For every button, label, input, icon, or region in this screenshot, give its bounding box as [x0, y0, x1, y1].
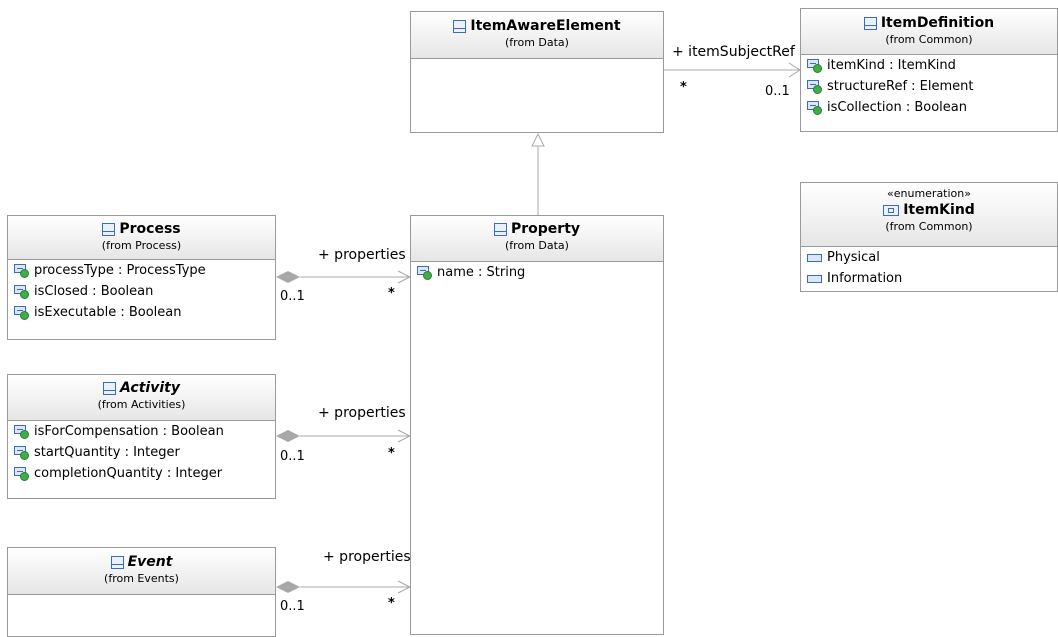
public-attribute-icon — [14, 424, 31, 439]
public-attribute-icon — [807, 100, 824, 115]
class-name: Activity — [120, 380, 180, 396]
class-event[interactable]: Event (from Events) — [7, 547, 276, 637]
attribute-row[interactable]: processType : ProcessType — [14, 260, 269, 281]
attribute-compartment: name : String — [411, 262, 663, 285]
class-name: Process — [119, 221, 181, 237]
public-attribute-icon — [807, 79, 824, 94]
multiplicity-source: 0..1 — [280, 289, 305, 304]
enumeration-literal[interactable]: Information — [807, 268, 1051, 289]
multiplicity-target: 0..1 — [765, 84, 790, 99]
class-icon — [453, 19, 467, 33]
class-header: Process (from Process) — [8, 216, 275, 260]
class-package: (from Data) — [505, 239, 569, 252]
generalization-arrowhead — [531, 132, 545, 147]
class-header: Property (from Data) — [411, 216, 663, 262]
class-header: ItemDefinition (from Common) — [801, 9, 1057, 55]
attribute-compartment: processType : ProcessType isClosed : Boo… — [8, 260, 275, 325]
public-attribute-icon — [807, 58, 824, 73]
role-label-process-properties: + properties — [318, 247, 406, 263]
attribute-row[interactable]: isExecutable : Boolean — [14, 302, 269, 323]
enumeration-icon — [883, 204, 900, 216]
attribute-row[interactable]: completionQuantity : Integer — [14, 463, 269, 484]
literal-compartment: Physical Information — [801, 247, 1057, 291]
public-attribute-icon — [14, 305, 31, 320]
class-name: ItemDefinition — [880, 15, 995, 31]
class-activity[interactable]: Activity (from Activities) isForCompensa… — [7, 374, 276, 499]
class-package: (from Process) — [101, 239, 182, 252]
attribute-row[interactable]: name : String — [417, 262, 657, 283]
enumeration-item-kind[interactable]: «enumeration» ItemKind (from Common) Phy… — [800, 182, 1058, 292]
attribute-row[interactable]: isForCompensation : Boolean — [14, 421, 269, 442]
role-label-activity-properties: + properties — [318, 405, 406, 421]
multiplicity-target: * — [388, 596, 395, 611]
class-process[interactable]: Process (from Process) processType : Pro… — [7, 215, 276, 340]
literal-icon — [807, 274, 822, 283]
attribute-row[interactable]: isCollection : Boolean — [807, 97, 1051, 118]
class-name: ItemKind — [903, 202, 975, 218]
class-package: (from Common) — [885, 220, 973, 233]
literal-icon — [807, 253, 822, 262]
class-package: (from Common) — [885, 33, 973, 46]
class-header: Event (from Events) — [8, 548, 275, 595]
class-item-aware-element[interactable]: ItemAwareElement (from Data) — [410, 11, 664, 133]
class-icon — [863, 16, 877, 30]
public-attribute-icon — [14, 284, 31, 299]
enumeration-literal[interactable]: Physical — [807, 247, 1051, 268]
multiplicity-source: 0..1 — [280, 449, 305, 464]
class-header: Activity (from Activities) — [8, 375, 275, 421]
multiplicity-target: * — [388, 446, 395, 461]
public-attribute-icon — [417, 265, 434, 280]
class-header: ItemAwareElement (from Data) — [411, 12, 663, 59]
class-property[interactable]: Property (from Data) name : String — [410, 215, 664, 635]
multiplicity-source: * — [680, 80, 687, 95]
class-package: (from Activities) — [97, 398, 186, 411]
class-icon — [102, 222, 116, 236]
role-label-item-subject-ref: + itemSubjectRef — [672, 44, 795, 60]
composition-diamond-event — [276, 581, 300, 593]
class-item-definition[interactable]: ItemDefinition (from Common) itemKind : … — [800, 8, 1058, 132]
class-icon — [493, 222, 507, 236]
public-attribute-icon — [14, 445, 31, 460]
attribute-row[interactable]: startQuantity : Integer — [14, 442, 269, 463]
composition-diamond-activity — [276, 430, 300, 442]
class-name: ItemAwareElement — [470, 18, 621, 34]
role-label-event-properties: + properties — [323, 549, 411, 565]
multiplicity-target: * — [388, 286, 395, 301]
class-icon — [103, 381, 117, 395]
attribute-row[interactable]: isClosed : Boolean — [14, 281, 269, 302]
stereotype-label: «enumeration» — [887, 187, 971, 200]
class-name: Event — [127, 554, 173, 570]
composition-diamond-process — [276, 271, 300, 283]
attribute-compartment: itemKind : ItemKind structureRef : Eleme… — [801, 55, 1057, 120]
attribute-compartment: isForCompensation : Boolean startQuantit… — [8, 421, 275, 486]
class-package: (from Events) — [104, 572, 179, 585]
attribute-row[interactable]: itemKind : ItemKind — [807, 55, 1051, 76]
class-name: Property — [510, 221, 581, 237]
multiplicity-source: 0..1 — [280, 599, 305, 614]
public-attribute-icon — [14, 263, 31, 278]
attribute-row[interactable]: structureRef : Element — [807, 76, 1051, 97]
class-header: «enumeration» ItemKind (from Common) — [801, 183, 1057, 247]
class-package: (from Data) — [505, 36, 569, 49]
class-icon — [110, 555, 124, 569]
public-attribute-icon — [14, 466, 31, 481]
